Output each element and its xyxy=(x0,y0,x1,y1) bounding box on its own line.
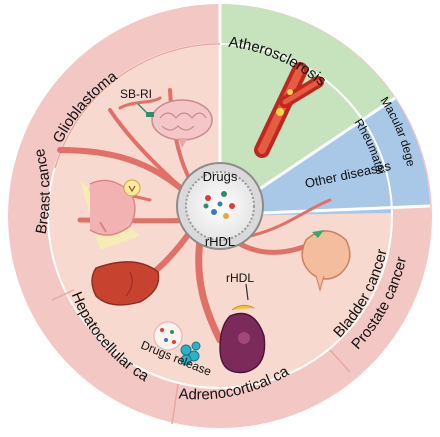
liver-icon xyxy=(91,261,160,306)
center-top-label: Drugs xyxy=(203,169,238,184)
nanoparticle-icon xyxy=(153,321,201,366)
sbri-marker xyxy=(137,103,154,117)
center-rhdl-particle xyxy=(176,162,264,250)
sbri-label: SB-RI xyxy=(120,87,152,101)
breast-icon xyxy=(80,179,141,250)
brain-icon xyxy=(151,99,213,148)
bladder-icon xyxy=(301,230,351,292)
artery-icon xyxy=(254,62,324,158)
atherosclerosis-sector xyxy=(220,4,395,216)
other-inner-area xyxy=(220,118,392,216)
adrenal-icon xyxy=(219,283,266,374)
rhdl-label: rHDL xyxy=(226,271,254,285)
center-bottom-label: rHDL xyxy=(205,234,235,249)
